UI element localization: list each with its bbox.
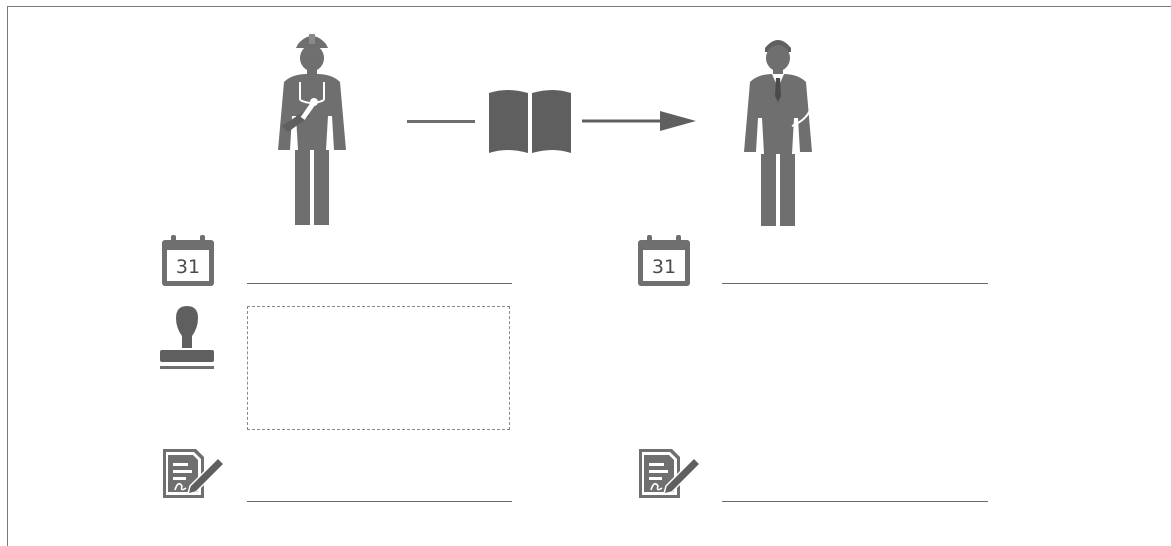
left-signature-line[interactable] — [247, 501, 512, 502]
right-date-line[interactable] — [722, 283, 988, 284]
rubber-stamp-icon — [160, 306, 214, 369]
left-signature-document-icon — [163, 449, 226, 498]
right-calendar-day: 31 — [651, 256, 677, 278]
left-date-line[interactable] — [247, 283, 512, 284]
right-signature-document-icon — [639, 449, 702, 498]
left-calendar-day: 31 — [175, 256, 201, 278]
open-book-icon — [489, 90, 571, 153]
construction-worker-icon — [278, 34, 346, 225]
stamp-area[interactable] — [247, 306, 510, 430]
form-frame — [7, 6, 1171, 546]
right-calendar-icon — [638, 235, 690, 286]
left-calendar-icon — [162, 235, 214, 286]
right-signature-line[interactable] — [722, 501, 988, 502]
connector-line — [407, 120, 475, 123]
arrow-right-icon — [582, 111, 696, 131]
businessman-icon — [744, 40, 812, 226]
